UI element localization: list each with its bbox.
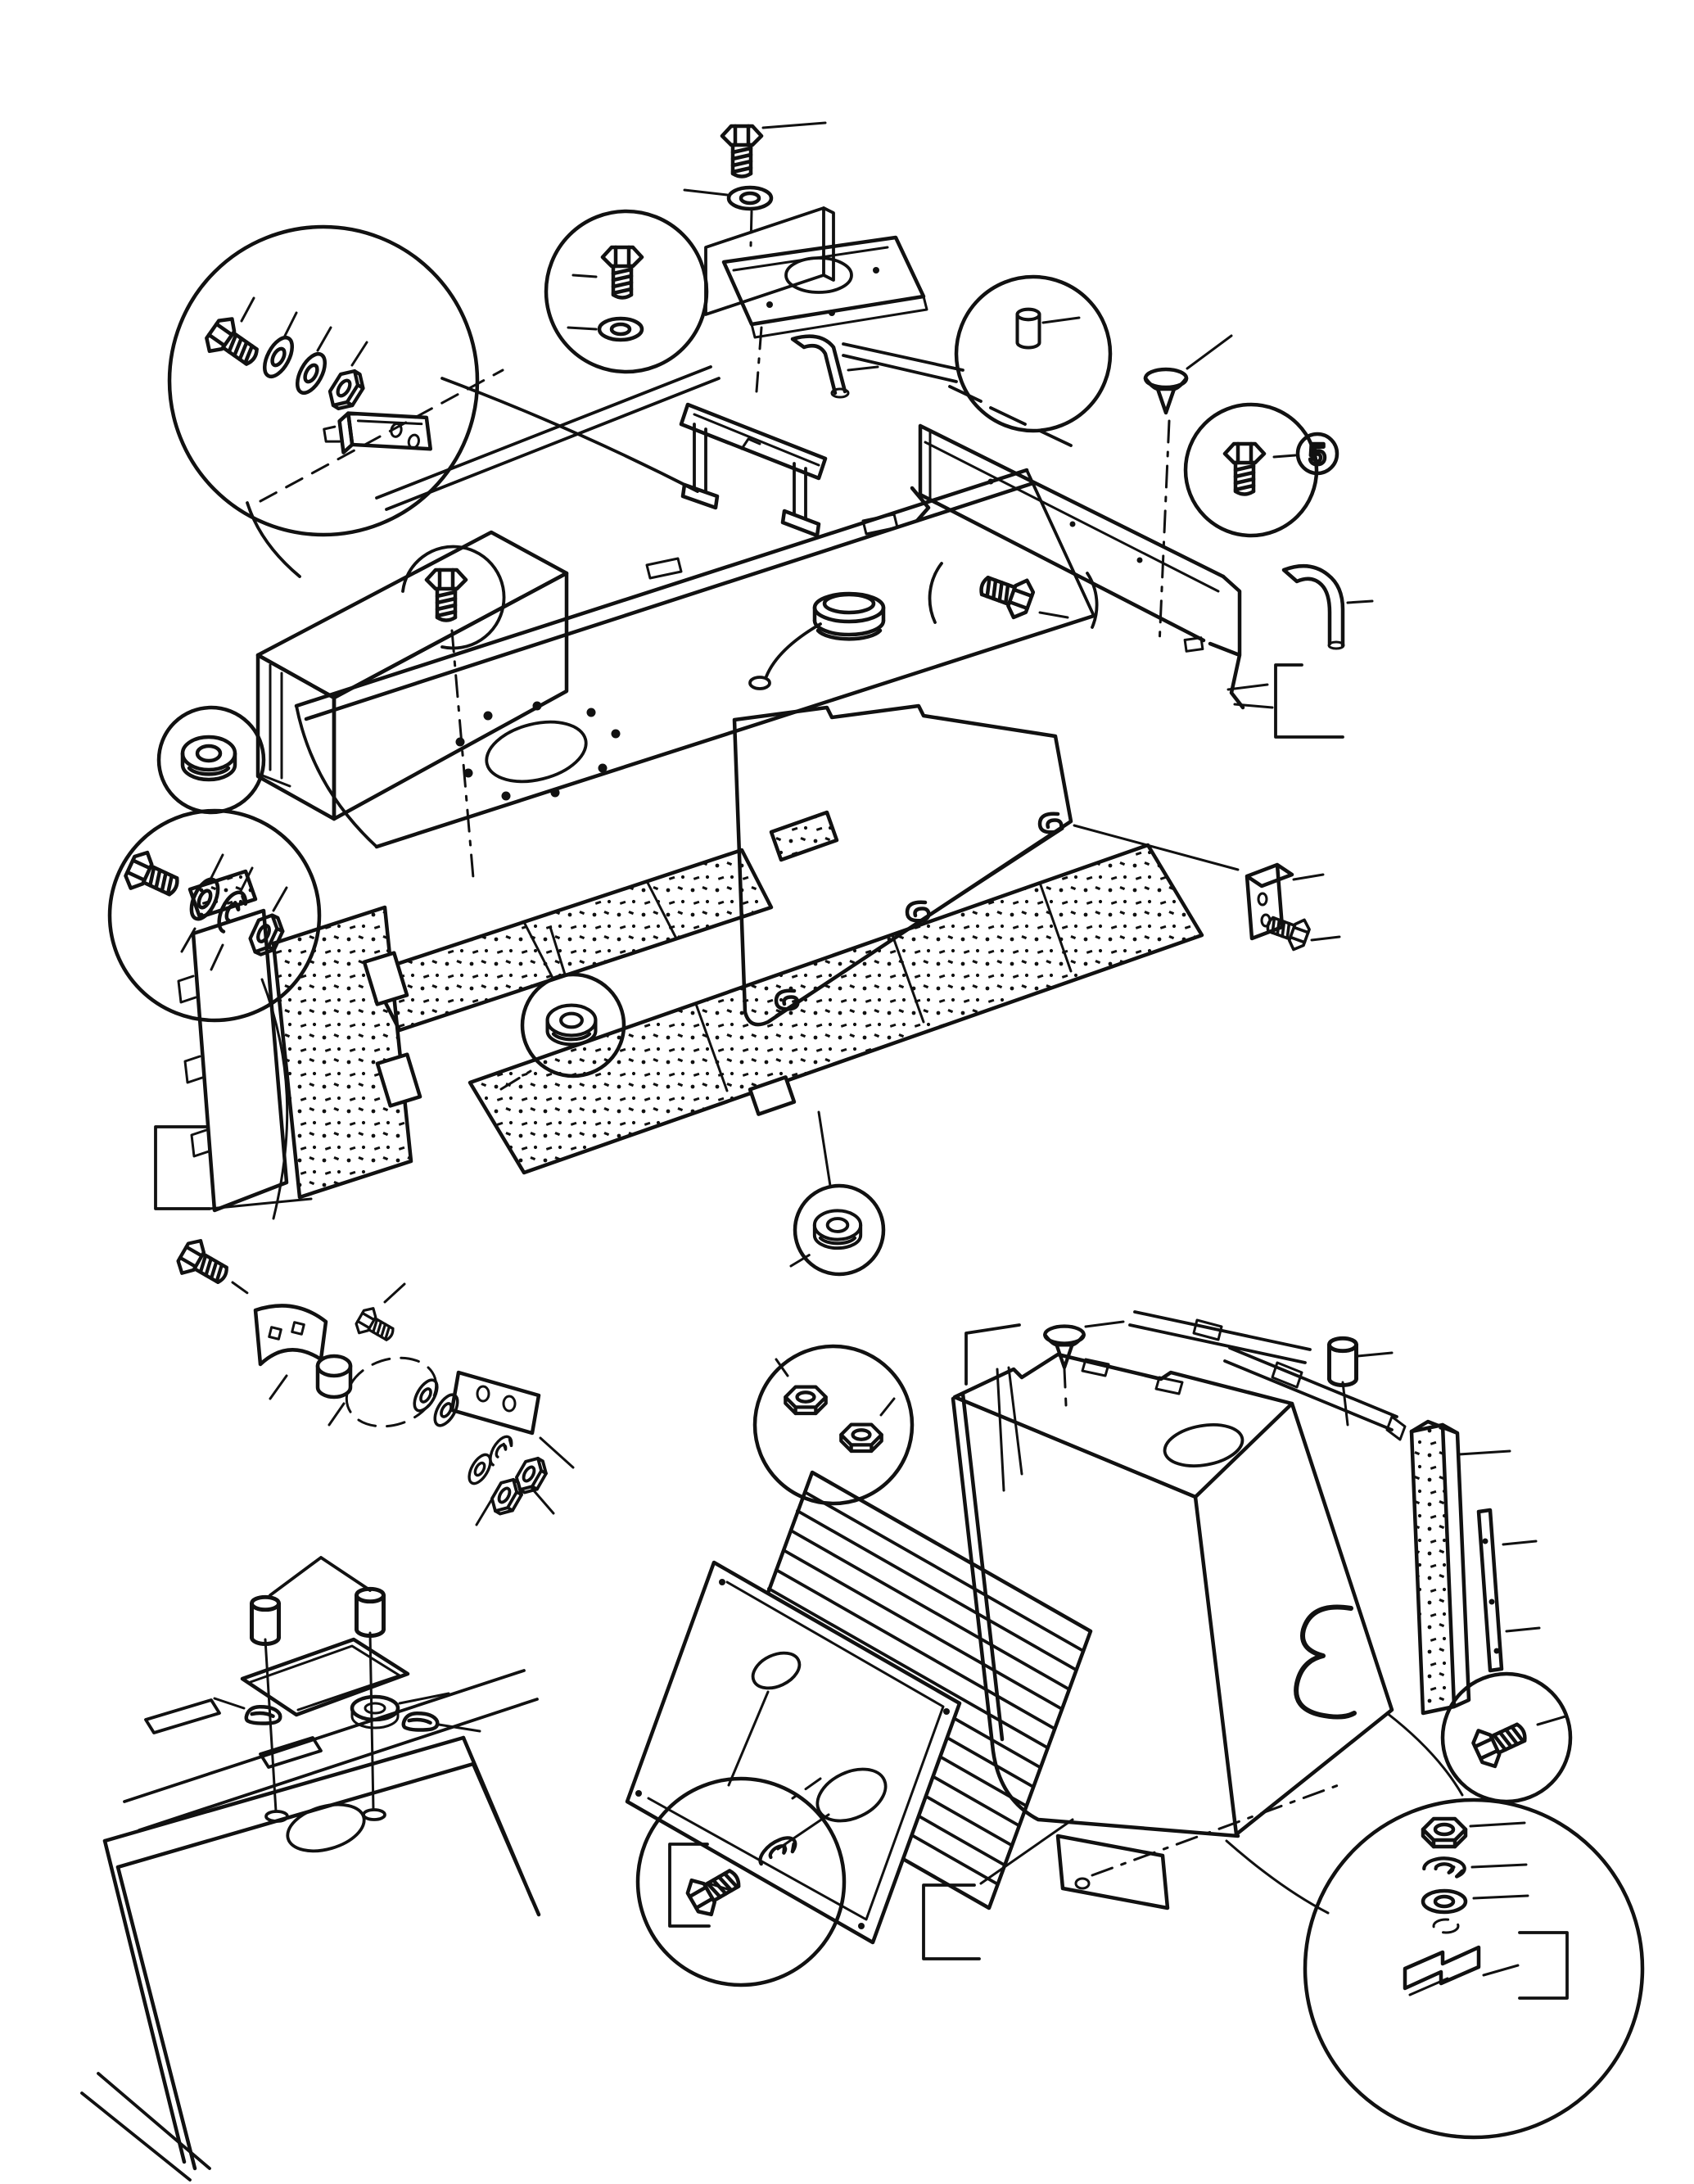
lower-panel <box>80 1735 541 2182</box>
grommet-callout <box>499 925 626 1091</box>
callout-circle <box>793 1183 886 1277</box>
hinge-hardware-callout <box>167 224 504 537</box>
callout-circle <box>156 705 266 815</box>
upper-baffle-assembly <box>910 274 1374 739</box>
label-bracket <box>922 1883 981 1960</box>
grommet-callout <box>156 705 291 815</box>
part-number-callout[interactable]: 5 <box>1295 432 1339 476</box>
hood-bottom-flange <box>1055 1782 1344 1910</box>
nut-pair-callout <box>752 1344 915 1506</box>
baffle-panel <box>910 423 1245 710</box>
callout-circle <box>520 972 626 1078</box>
cover-panel <box>732 703 1240 1027</box>
bar-bracket-icon <box>449 1370 541 1436</box>
seal-strips <box>1409 1419 1541 1716</box>
label-bracket <box>668 1843 711 1928</box>
mount-hardware-assembly <box>174 1237 575 1526</box>
grille-screw-callout <box>635 1776 1074 1987</box>
grommet-callout <box>789 1110 886 1277</box>
side-panel <box>154 908 313 1220</box>
s-bracket-icon <box>1403 1945 1481 1996</box>
callout-circle <box>1183 402 1319 538</box>
label-bracket <box>964 1323 1021 1386</box>
label-bracket <box>1518 1931 1569 2000</box>
fastener-stack-callout <box>1225 1711 1645 2140</box>
hood-assembly <box>951 1310 1407 1910</box>
corner-bracket-assembly <box>1245 862 1341 954</box>
label-bracket <box>1274 663 1344 739</box>
callout-circle <box>167 224 480 537</box>
deck-mount-bolt <box>401 545 506 879</box>
callout-circle <box>954 274 1113 433</box>
elbow-seal-icon <box>790 334 850 399</box>
elbow-hose-icon <box>1281 563 1345 650</box>
hood-hinge-rails <box>1128 1310 1407 1441</box>
diagram-art: 5 <box>80 121 1645 2182</box>
part-number-label: 5 <box>1309 437 1326 471</box>
label-bracket <box>154 1125 211 1210</box>
callout-circle <box>752 1344 915 1506</box>
deck-plate <box>294 468 1099 849</box>
support-bracket-assembly <box>679 121 928 538</box>
channel-bracket-icon <box>679 402 828 538</box>
callout-circle <box>1303 1797 1645 2140</box>
callout-circle <box>635 1776 847 1987</box>
grille-frame-plate <box>625 1560 962 1945</box>
part-number-badge[interactable] <box>1295 432 1339 476</box>
insulation-panels <box>187 810 1204 1200</box>
